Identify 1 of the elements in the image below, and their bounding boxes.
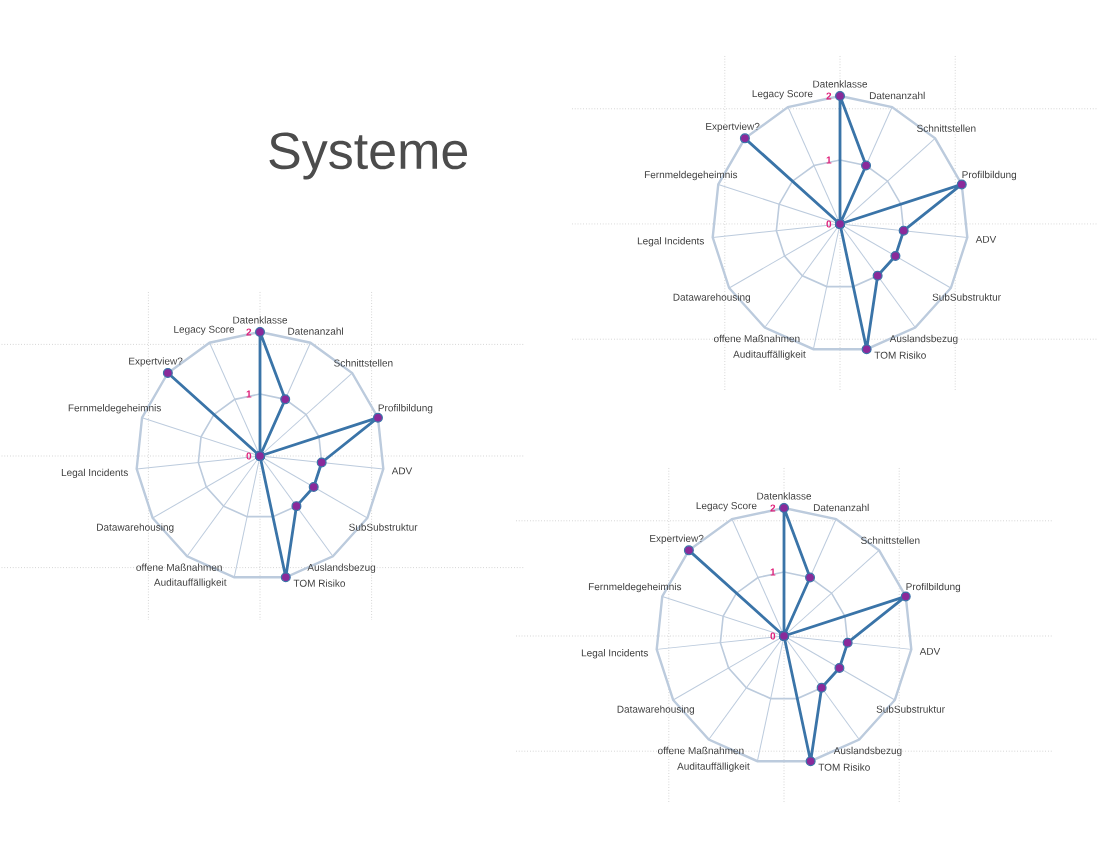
title: Systeme <box>269 132 468 180</box>
